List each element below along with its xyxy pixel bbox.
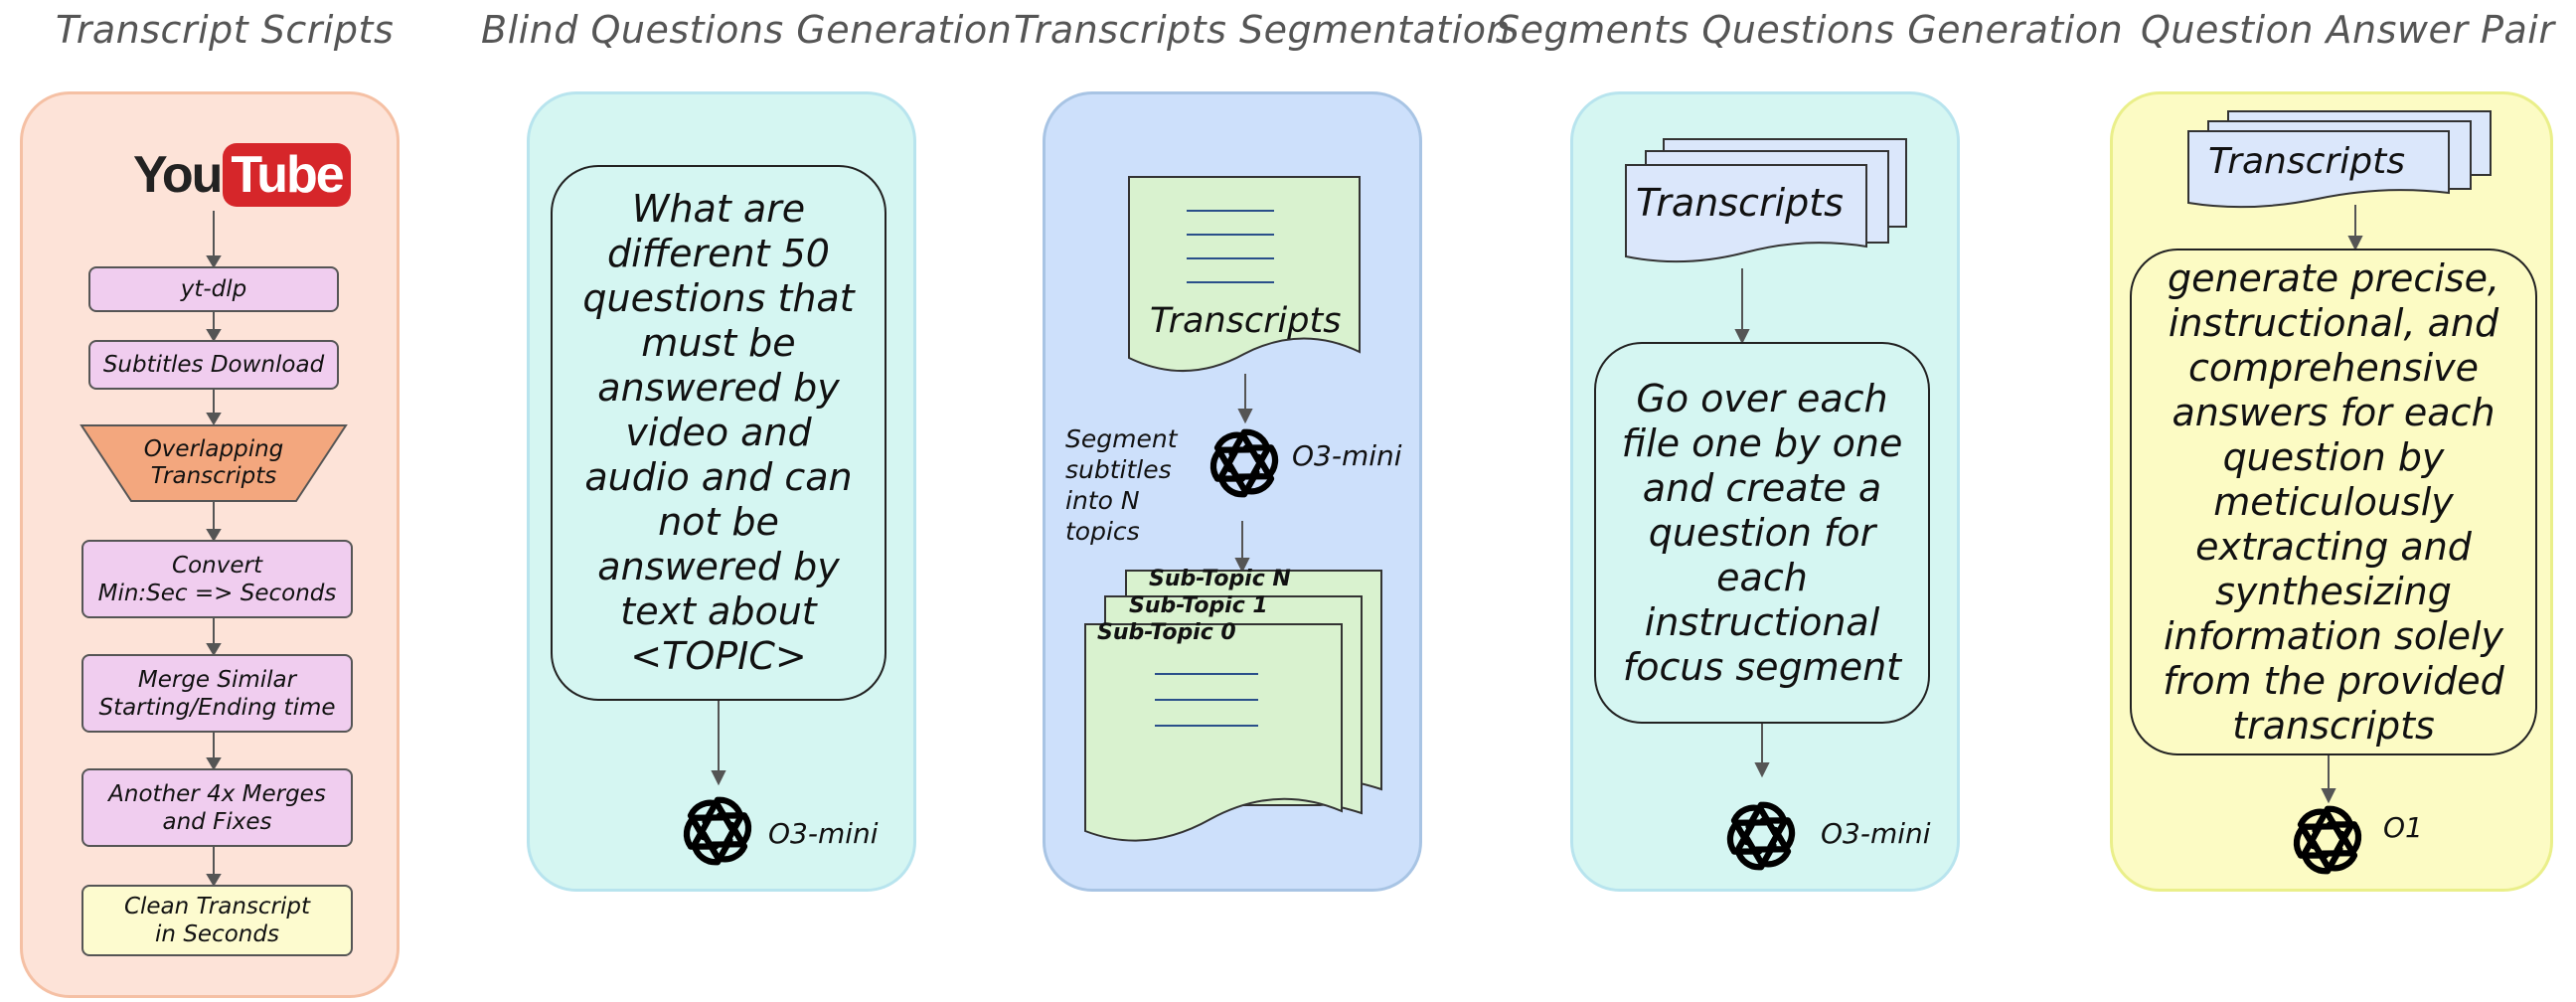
openai-icon: [683, 796, 752, 866]
qa-answer-prompt: generate precise, instructional, and com…: [2130, 249, 2537, 755]
subtopic-n-label: Sub-Topic N: [1149, 567, 1291, 591]
youtube-logo-tube: Tube: [223, 143, 351, 207]
step-overlapping-transcripts: Overlapping Transcripts: [119, 427, 308, 499]
segq-transcripts-label: Transcripts: [1636, 181, 1844, 225]
step-yt-dlp-label: yt-dlp: [180, 276, 247, 302]
col1-connectors: [206, 211, 222, 887]
col2-arrow: [711, 701, 726, 786]
segment-note-line1: Segment: [1065, 424, 1178, 453]
step-overlapping-transcripts-label: Overlapping Transcripts: [143, 436, 284, 489]
segment-note-line2: subtitles: [1065, 455, 1172, 484]
step-overlapping-shape: [80, 424, 348, 502]
step-clean-transcript: Clean Transcript in Seconds: [81, 885, 353, 956]
qa-answer-prompt-text: generate precise, instructional, and com…: [2163, 255, 2504, 748]
segment-note-line4: topics: [1065, 517, 1140, 546]
column-title-segmentation: Transcripts Segmentation: [1014, 8, 1512, 52]
step-clean-line2: in Seconds: [155, 921, 279, 947]
segment-note: Segment subtitles into N topics: [1065, 423, 1178, 547]
step-another-merges: Another 4x Merges and Fixes: [81, 768, 353, 847]
youtube-logo-you: You: [133, 146, 223, 204]
qa-transcripts-label: Transcripts: [2208, 141, 2405, 182]
step-convert-line2: Min:Sec => Seconds: [97, 580, 337, 606]
step-subtitles-download: Subtitles Download: [88, 340, 339, 390]
segments-questions-prompt: Go over each file one by one and create …: [1594, 342, 1930, 724]
openai-icon: [2293, 805, 2362, 875]
step-merge-line2: Starting/Ending time: [98, 694, 336, 721]
youtube-logo: You Tube: [133, 139, 351, 211]
segment-note-line3: into N: [1065, 486, 1140, 515]
column-title-qa-pair: Question Answer Pair: [2141, 8, 2555, 52]
model-label-o1: O1: [2383, 811, 2423, 844]
model-label-o3-mini: O3-mini: [1821, 817, 1931, 850]
seg-transcripts-label: Transcripts: [1150, 301, 1342, 341]
step-merge-line1: Merge Similar: [137, 666, 297, 693]
blind-questions-prompt-text: What are different 50 questions that mus…: [582, 187, 855, 678]
col4-arrows: [1734, 268, 1770, 778]
openai-icon: [1209, 428, 1279, 498]
step-another-line1: Another 4x Merges: [108, 780, 326, 807]
model-label-o3-mini: O3-mini: [1292, 439, 1402, 472]
panel-blind-questions: [527, 91, 916, 892]
openai-icon: [1726, 801, 1796, 871]
column-title-transcript-scripts: Transcript Scripts: [56, 8, 395, 52]
transcripts-document-green: [1128, 176, 1361, 372]
column-title-segments-questions: Segments Questions Generation: [1496, 8, 2124, 52]
blind-questions-prompt: What are different 50 questions that mus…: [551, 165, 886, 701]
transcripts-document-stack-blue: [2187, 110, 2492, 209]
subtopic-documents-stack: [1084, 570, 1382, 842]
segments-questions-prompt-text: Go over each file one by one and create …: [1621, 376, 1903, 689]
column-title-blind-questions: Blind Questions Generation: [481, 8, 1013, 52]
step-another-line2: and Fixes: [162, 808, 272, 835]
model-label-o3-mini: O3-mini: [768, 817, 879, 850]
step-subtitles-download-label: Subtitles Download: [102, 352, 325, 378]
panel-qa-pair: [2110, 91, 2553, 892]
step-convert-line1: Convert: [172, 552, 262, 579]
subtopic-0-label: Sub-Topic 0: [1097, 620, 1236, 645]
transcripts-document-stack-blue: [1625, 138, 1907, 263]
step-clean-line1: Clean Transcript: [123, 894, 311, 919]
step-convert-seconds: Convert Min:Sec => Seconds: [81, 540, 353, 618]
subtopic-1-label: Sub-Topic 1: [1129, 593, 1268, 618]
step-merge-similar: Merge Similar Starting/Ending time: [81, 654, 353, 733]
col3-arrows: [1234, 374, 1253, 574]
step-yt-dlp: yt-dlp: [88, 266, 339, 312]
